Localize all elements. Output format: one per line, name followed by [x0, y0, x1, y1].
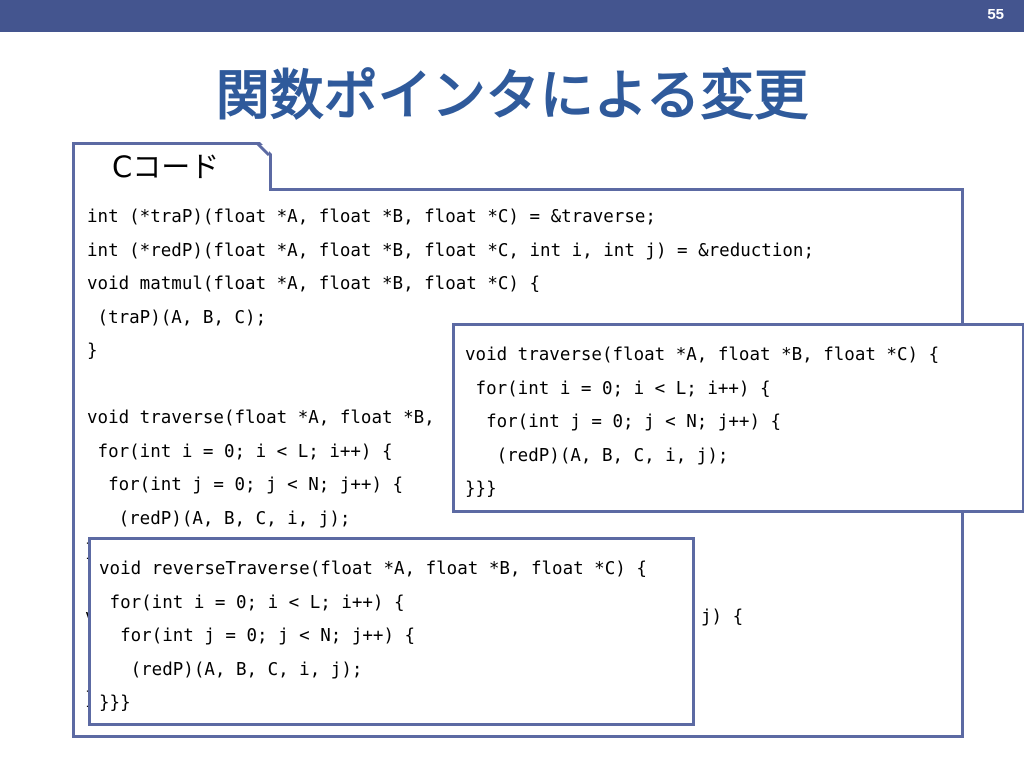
- code-line: }}}: [99, 693, 131, 713]
- code-line: (traP)(A, B, C);: [87, 307, 267, 328]
- code-line: int (*redP)(float *A, float *B, float *C…: [87, 240, 814, 261]
- reverse-traverse-popup-box: void reverseTraverse(float *A, float *B,…: [88, 537, 695, 726]
- code-line: int (*traP)(float *A, float *B, float *C…: [87, 207, 656, 227]
- code-line: (redP)(A, B, C, i, j);: [465, 445, 729, 466]
- top-bar: 55: [0, 0, 1024, 32]
- reverse-traverse-code-block: void reverseTraverse(float *A, float *B,…: [99, 553, 647, 721]
- code-line: for(int j = 0; j < N; j++) {: [465, 412, 782, 432]
- code-line: for(int i = 0; i < L; i++) {: [99, 592, 405, 613]
- traverse-code-block: void traverse(float *A, float *B, float …: [465, 339, 939, 507]
- slide-number: 55: [987, 6, 1004, 23]
- code-line: (redP)(A, B, C, i, j);: [99, 659, 363, 680]
- code-line: void matmul(float *A, float *B, float *C…: [87, 274, 541, 294]
- code-tab: [72, 142, 272, 191]
- hidden-code-fragment: j) {: [701, 607, 744, 627]
- code-line: for(int j = 0; j < N; j++) {: [99, 626, 416, 646]
- code-line: void traverse(float *A, float *B,: [87, 408, 435, 428]
- code-line: void reverseTraverse(float *A, float *B,…: [99, 559, 647, 579]
- code-line: for(int i = 0; i < L; i++) {: [87, 441, 393, 462]
- code-line: }: [87, 341, 98, 361]
- code-line: }}}: [465, 479, 497, 499]
- slide-title: 関数ポインタによる変更: [215, 64, 809, 127]
- code-line: void traverse(float *A, float *B, float …: [465, 345, 940, 365]
- code-line: (redP)(A, B, C, i, j);: [87, 508, 351, 529]
- code-line: for(int i = 0; i < L; i++) {: [465, 378, 771, 399]
- code-tab-label: Cコード: [112, 150, 220, 184]
- code-line: for(int j = 0; j < N; j++) {: [87, 475, 404, 495]
- main-code-block: int (*traP)(float *A, float *B, float *C…: [87, 201, 814, 536]
- traverse-popup-box: void traverse(float *A, float *B, float …: [452, 323, 1024, 513]
